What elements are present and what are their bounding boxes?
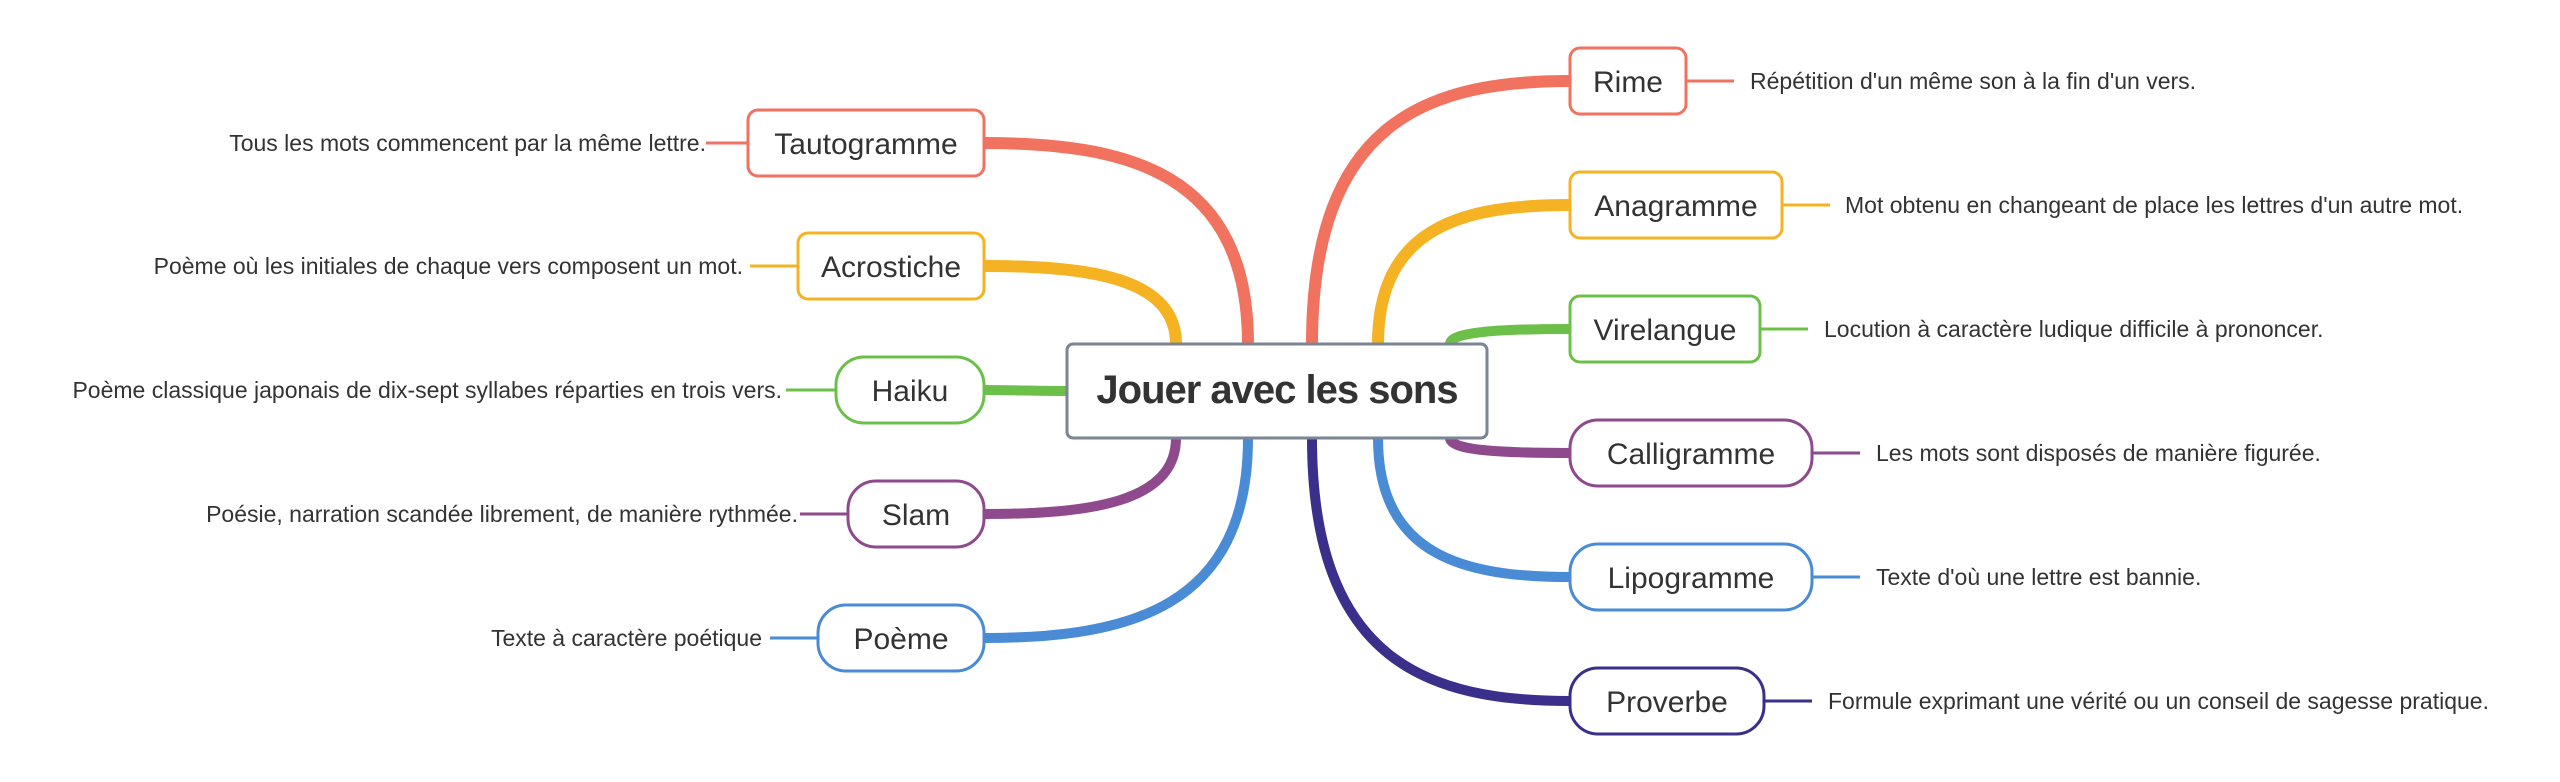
branch-right-lipogramme[interactable]: Lipogramme Texte d'où une lettre est ban… [1568,542,2201,612]
description-virelangue: Locution à caractère ludique difficile à… [1824,316,2324,342]
description-slam: Poésie, narration scandée librement, de … [206,501,798,527]
connector-curve [978,260,1182,350]
connector-curve [1445,324,1575,349]
branch-right-rime[interactable]: Rime Répétition d'un même son à la fin d… [1568,46,2196,116]
connector-curve [979,433,1181,519]
branch-right-calligramme[interactable]: Calligramme Les mots sont disposés de ma… [1568,418,2321,488]
connector-curve [979,433,1253,643]
branch-right-proverbe[interactable]: Proverbe Formule exprimant une vérité ou… [1568,666,2489,736]
connector-curve [983,385,1068,396]
description-poeme: Texte à caractère poétique [491,625,762,651]
topic-calligramme-label: Calligramme [1607,438,1775,471]
connector-curve [978,137,1254,350]
branch-connectors [978,75,1576,706]
description-calligramme: Les mots sont disposés de manière figuré… [1876,440,2321,466]
description-proverbe: Formule exprimant une vérité ou un conse… [1828,688,2489,714]
topic-slam-label: Slam [882,499,950,532]
connector-curve [1306,75,1576,350]
branch-left-slam[interactable]: Slam Poésie, narration scandée librement… [206,479,986,549]
connector-curve [1307,433,1575,706]
topic-tautogramme-label: Tautogramme [774,128,957,161]
description-acrostiche: Poème où les initiales de chaque vers co… [154,253,743,279]
branch-right-virelangue[interactable]: Virelangue Locution à caractère ludique … [1568,294,2324,364]
description-haiku: Poème classique japonais de dix-sept syl… [72,377,782,403]
connector-curve [1445,433,1575,458]
branch-left-acrostiche[interactable]: Acrostiche Poème où les initiales de cha… [154,231,986,301]
description-tautogramme: Tous les mots commencent par la même let… [229,130,706,156]
topic-poeme-label: Poème [853,623,948,656]
branch-left-haiku[interactable]: Haiku Poème classique japonais de dix-se… [72,355,986,425]
branch-right-anagramme[interactable]: Anagramme Mot obtenu en changeant de pla… [1568,170,2463,240]
description-anagramme: Mot obtenu en changeant de place les let… [1845,192,2463,218]
connector-curve [1373,433,1575,582]
central-topic[interactable]: Jouer avec les sons [1065,342,1489,440]
central-topic-label: Jouer avec les sons [1096,368,1457,412]
topic-anagramme-label: Anagramme [1594,190,1757,223]
topic-proverbe-label: Proverbe [1606,686,1728,719]
connector-curve [1372,199,1576,350]
topic-lipogramme-label: Lipogramme [1608,562,1775,595]
topic-virelangue-label: Virelangue [1594,314,1737,347]
topic-haiku-label: Haiku [872,375,949,408]
topic-rime-label: Rime [1593,66,1663,99]
central-topic-box[interactable] [1065,342,1489,440]
branch-left-tautogramme[interactable]: Tautogramme Tous les mots commencent par… [229,108,986,178]
description-lipogramme: Texte d'où une lettre est bannie. [1876,564,2201,590]
branch-left-poeme[interactable]: Poème Texte à caractère poétique [491,603,986,673]
topic-acrostiche-label: Acrostiche [821,251,961,284]
description-rime: Répétition d'un même son à la fin d'un v… [1750,68,2196,94]
